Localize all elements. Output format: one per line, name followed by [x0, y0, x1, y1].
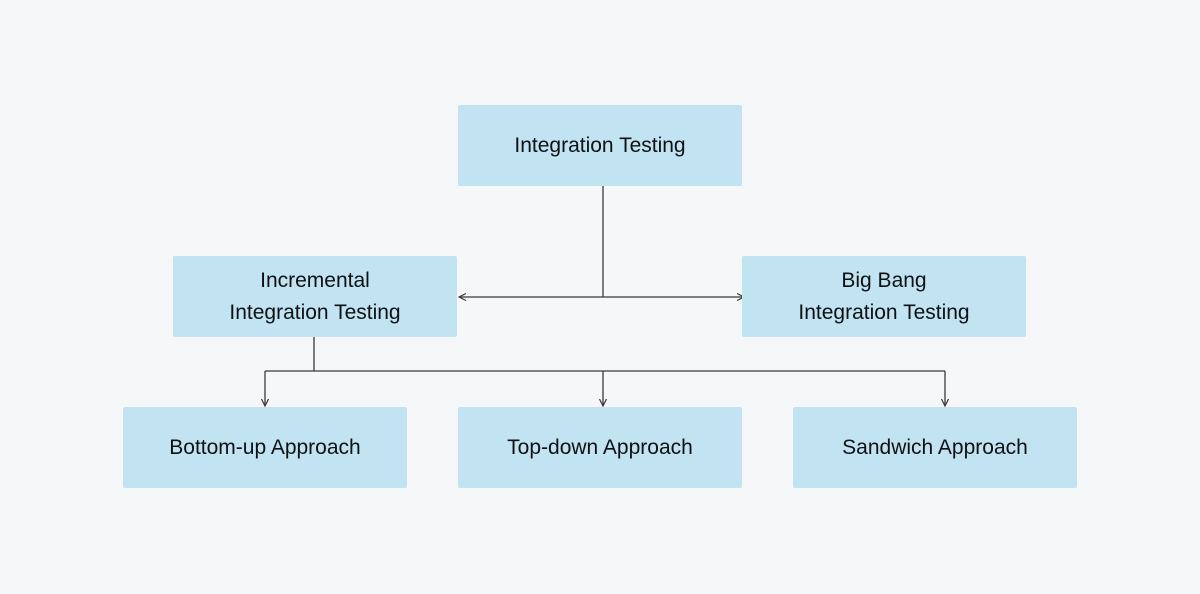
- node-label: Top-down Approach: [507, 435, 693, 459]
- node-label-line2: Integration Testing: [229, 300, 401, 324]
- node-label-line1: Incremental: [260, 268, 370, 292]
- node-integration-testing: Integration Testing: [458, 105, 742, 186]
- node-label-line2: Integration Testing: [798, 300, 970, 324]
- node-sandwich-approach: Sandwich Approach: [793, 407, 1077, 488]
- node-label: Bottom-up Approach: [169, 435, 361, 459]
- node-label: Integration Testing: [514, 133, 686, 157]
- node-big-bang-integration-testing: Big Bang Integration Testing: [742, 256, 1026, 337]
- node-incremental-integration-testing: Incremental Integration Testing: [173, 256, 457, 337]
- node-label-line1: Big Bang: [841, 268, 927, 292]
- node-bottom-up-approach: Bottom-up Approach: [123, 407, 407, 488]
- node-top-down-approach: Top-down Approach: [458, 407, 742, 488]
- node-label: Sandwich Approach: [842, 435, 1028, 459]
